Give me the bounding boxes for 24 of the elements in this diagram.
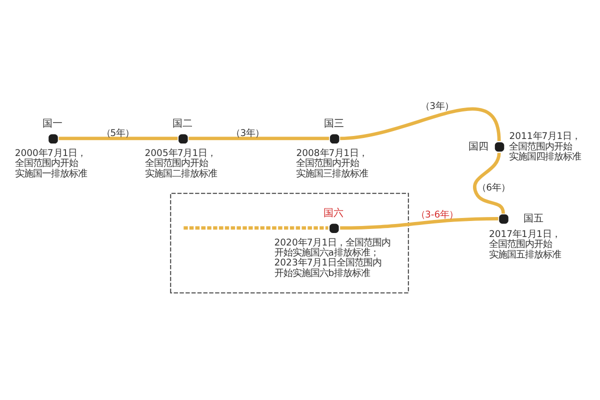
edge-label: （5年） bbox=[101, 127, 134, 138]
edge-label: （3年） bbox=[420, 100, 454, 112]
connector bbox=[340, 216, 498, 230]
node-label: 国四 bbox=[468, 141, 489, 152]
connector bbox=[184, 226, 328, 230]
node-label: 2020年7月1日，全国范围内开始实施国六a排放标准；2023年7月1日全国范围内开始实施国六b排放标准 bbox=[274, 236, 391, 278]
node-label: 2008年7月1日，全国范围内开始实施国三排放标准 bbox=[296, 148, 368, 179]
node-label: 国一 bbox=[42, 118, 63, 129]
node-label: 国二 bbox=[172, 118, 193, 129]
cluster bbox=[170, 192, 409, 293]
connector bbox=[340, 106, 501, 141]
node-label: 国六 bbox=[324, 207, 344, 218]
connector bbox=[473, 152, 505, 214]
node-label: 2011年7月1日，全国范围内开始实施国四排放标准 bbox=[509, 130, 582, 162]
node-label: 2017年1月1日，全国范围内开始实施国五排放标准 bbox=[488, 228, 561, 260]
connector bbox=[188, 136, 330, 140]
node-label: 2005年7月1日，全国范围内开始实施国二排放标准 bbox=[144, 148, 217, 179]
edge-label: （3-6年） bbox=[416, 209, 458, 220]
node-label: 国五 bbox=[524, 213, 544, 224]
node-label: 国三 bbox=[324, 118, 344, 129]
edge-label: （3年） bbox=[231, 127, 264, 138]
edge-label: （6年） bbox=[477, 182, 510, 194]
connector bbox=[58, 136, 178, 140]
node-label: 2000年7月1日，全国范围内开始实施国一排放标准 bbox=[14, 148, 87, 179]
